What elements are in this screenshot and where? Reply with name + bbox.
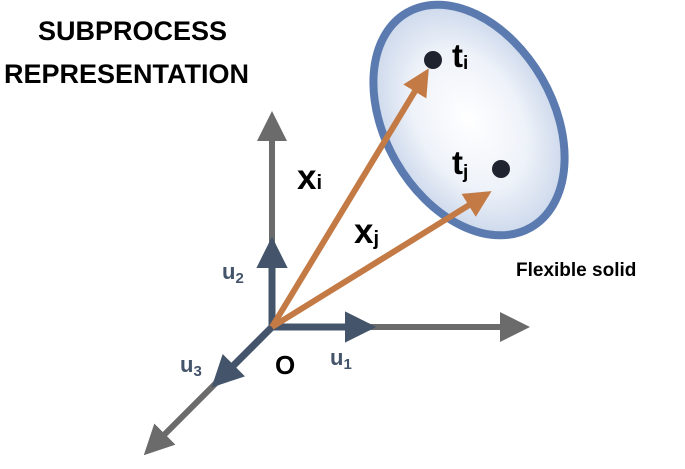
point-ti [424, 51, 442, 69]
position-vector-xi [269, 68, 429, 329]
label-xj: xj [354, 212, 379, 251]
origin-label: O [275, 350, 295, 380]
point-tj [492, 160, 510, 178]
label-u2: u2 [222, 259, 244, 287]
label-u1: u1 [330, 345, 352, 373]
label-u3: u3 [180, 352, 202, 380]
label-ti: ti [452, 37, 468, 74]
label-xi: xi [297, 158, 322, 197]
label-tj: tj [452, 144, 468, 183]
title-line-2: REPRESENTATION [4, 59, 249, 89]
basis-vector-u3 [211, 324, 275, 388]
title-line-1: SUBPROCESS [38, 16, 227, 46]
flexible-solid-ellipse [369, 0, 569, 240]
position-vector-xj [270, 191, 492, 330]
flexible-solid-label: Flexible solid [516, 260, 636, 281]
